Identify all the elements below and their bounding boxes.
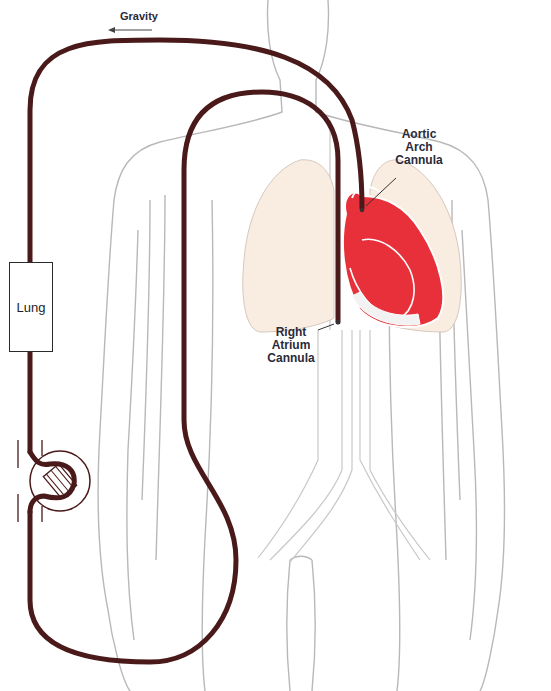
circuit-tubing xyxy=(30,40,362,662)
flow-label: Gravity xyxy=(104,10,174,22)
leader-line xyxy=(366,178,396,206)
roller-pump xyxy=(18,440,90,522)
gravity-arrow xyxy=(108,27,152,33)
node-label: Lung xyxy=(17,300,46,315)
cannula-label: Right Atrium Cannula xyxy=(262,326,320,366)
lung-left xyxy=(243,160,334,332)
oxygenator-box: Lung xyxy=(9,262,53,352)
heart xyxy=(343,187,443,327)
cannula-label: Aortic Arch Cannula xyxy=(388,128,450,168)
leader-line xyxy=(318,324,334,330)
body-outline xyxy=(98,0,505,691)
cannula-tips xyxy=(318,178,396,330)
